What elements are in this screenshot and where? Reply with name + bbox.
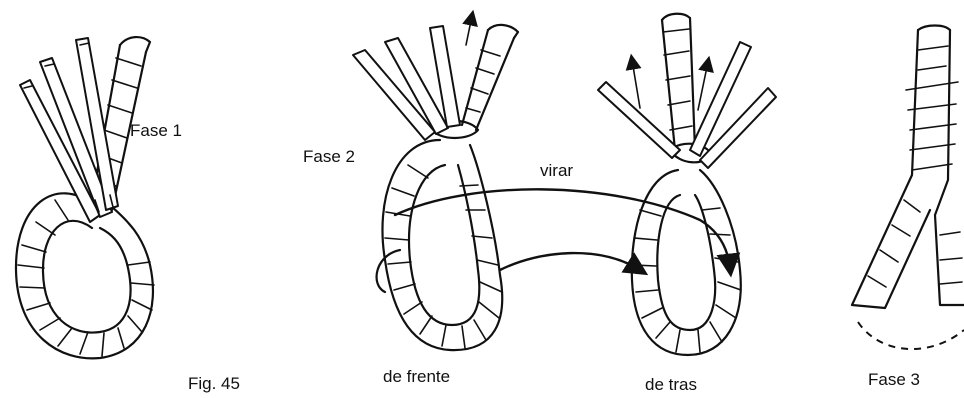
fase1-rope-eye bbox=[16, 37, 154, 358]
fase3-finished-splice bbox=[852, 26, 964, 350]
fase2-front-eye bbox=[353, 16, 518, 350]
virar-label: virar bbox=[540, 161, 573, 181]
de-tras-label: de tras bbox=[645, 375, 697, 395]
de-frente-label: de frente bbox=[383, 367, 450, 387]
fase1-label: Fase 1 bbox=[130, 121, 182, 141]
figure-caption: Fig. 45 bbox=[188, 374, 240, 394]
fase3-label: Fase 3 bbox=[868, 370, 920, 390]
virar-arrows bbox=[395, 189, 730, 270]
fase2-label: Fase 2 bbox=[303, 147, 355, 167]
fase2-back-eye bbox=[598, 14, 776, 355]
